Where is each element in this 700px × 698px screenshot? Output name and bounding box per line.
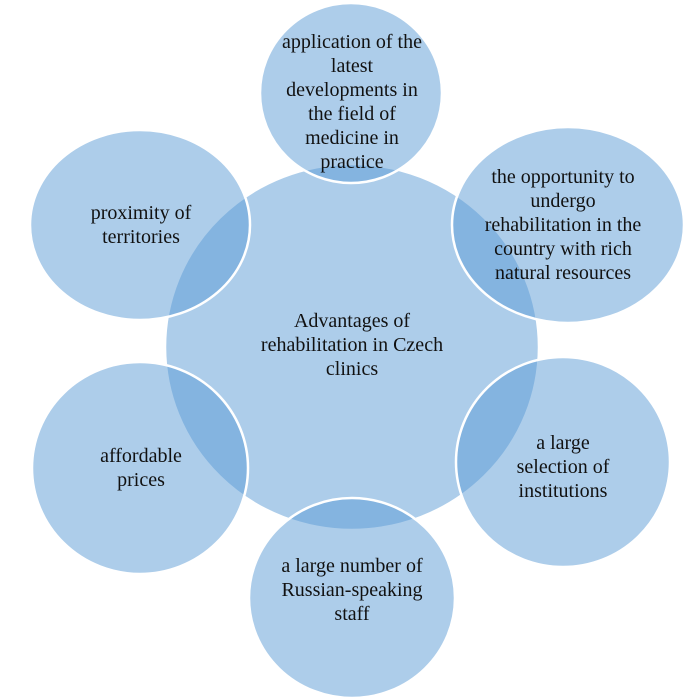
- node-circle-natural-resources: [450, 125, 686, 325]
- center-label: Advantages of rehabilitation in Czech cl…: [260, 310, 444, 380]
- node-label-staff: a large number of Russian-speaking staff: [281, 555, 423, 625]
- node-label-prices: affordable prices: [100, 445, 182, 491]
- node-circle-medicine: [258, 1, 444, 185]
- node-circle-prices: [30, 360, 250, 576]
- node-circle-proximity: [28, 128, 252, 322]
- node-label-medicine: application of the latest developments i…: [282, 31, 422, 173]
- node-label-proximity: proximity of territories: [90, 202, 192, 248]
- node-label-institutions: a large selection of institutions: [516, 432, 610, 502]
- node-circle-institutions: [454, 355, 672, 569]
- node-label-natural-resources: the opportunity to undergo rehabilitatio…: [484, 166, 642, 284]
- node-circle-staff: [247, 496, 457, 698]
